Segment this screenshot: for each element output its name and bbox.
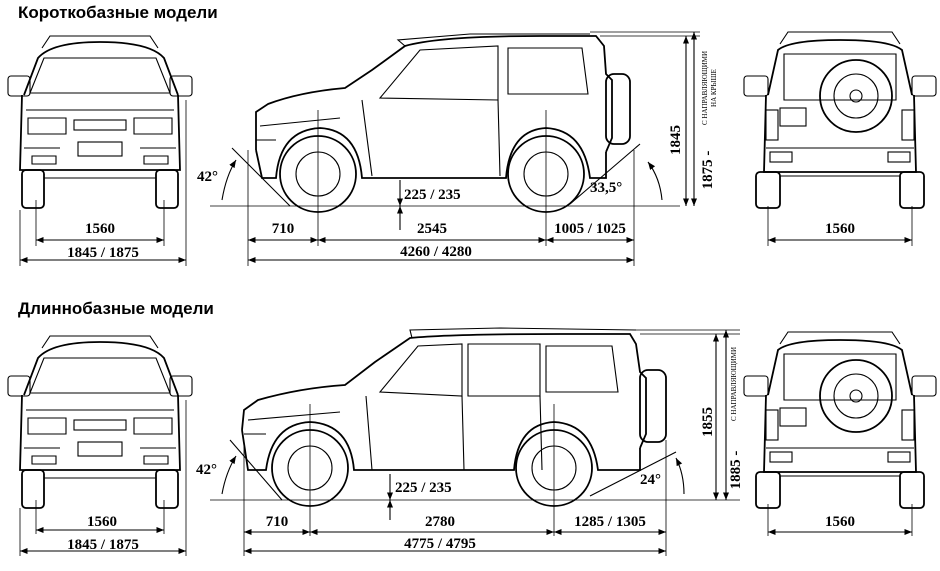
long-wheelbase-heading: Длиннобазные модели	[18, 299, 214, 318]
short-approach-angle: 42°	[197, 169, 218, 185]
short-wheelbase-heading: Короткобазные модели	[18, 3, 218, 22]
long-ground-clearance: 225 / 235	[395, 480, 452, 496]
short-height: 1845	[668, 125, 684, 155]
long-rear-dims	[767, 504, 913, 536]
long-front-track: 1560	[87, 514, 117, 530]
short-ground-clearance: 225 / 235	[404, 187, 461, 203]
long-departure-angle: 24°	[640, 472, 661, 488]
long-rails-note-1: С НАПРАВЛЯЮЩИМИ	[730, 347, 738, 421]
short-front-view	[7, 35, 193, 209]
long-overall-length: 4775 / 4795	[404, 536, 476, 552]
short-front-width: 1845 / 1875	[67, 245, 139, 261]
long-approach-angle: 42°	[196, 462, 217, 478]
short-rails-note-2: НА КРЫШЕ	[710, 69, 718, 107]
long-height-with-rails: 1885 -	[728, 451, 744, 490]
long-side-view	[210, 327, 740, 556]
long-front-view	[7, 335, 193, 509]
short-rear-view	[743, 31, 937, 209]
long-height: 1855	[700, 407, 716, 437]
long-rear-view	[743, 331, 937, 509]
long-wheelbase: 2780	[425, 514, 455, 530]
short-wheelbase: 2545	[417, 221, 447, 237]
short-front-track: 1560	[85, 221, 115, 237]
short-front-dims	[19, 100, 187, 266]
short-rails-note-1: С НАПРАВЛЯЮЩИМИ	[701, 51, 709, 125]
long-rear-track: 1560	[825, 514, 855, 530]
short-departure-angle: 33,5°	[590, 180, 622, 196]
short-overall-length: 4260 / 4280	[400, 244, 472, 260]
short-rear-track: 1560	[825, 221, 855, 237]
short-height-with-rails: 1875 -	[700, 151, 716, 190]
short-rear-overhang: 1005 / 1025	[554, 221, 626, 237]
long-rear-overhang: 1285 / 1305	[574, 514, 646, 530]
long-front-overhang: 710	[266, 514, 289, 530]
short-front-overhang: 710	[272, 221, 295, 237]
long-front-width: 1845 / 1875	[67, 537, 139, 553]
short-rear-dims	[767, 206, 913, 246]
short-side-view	[210, 31, 700, 266]
long-front-dims	[19, 400, 187, 556]
